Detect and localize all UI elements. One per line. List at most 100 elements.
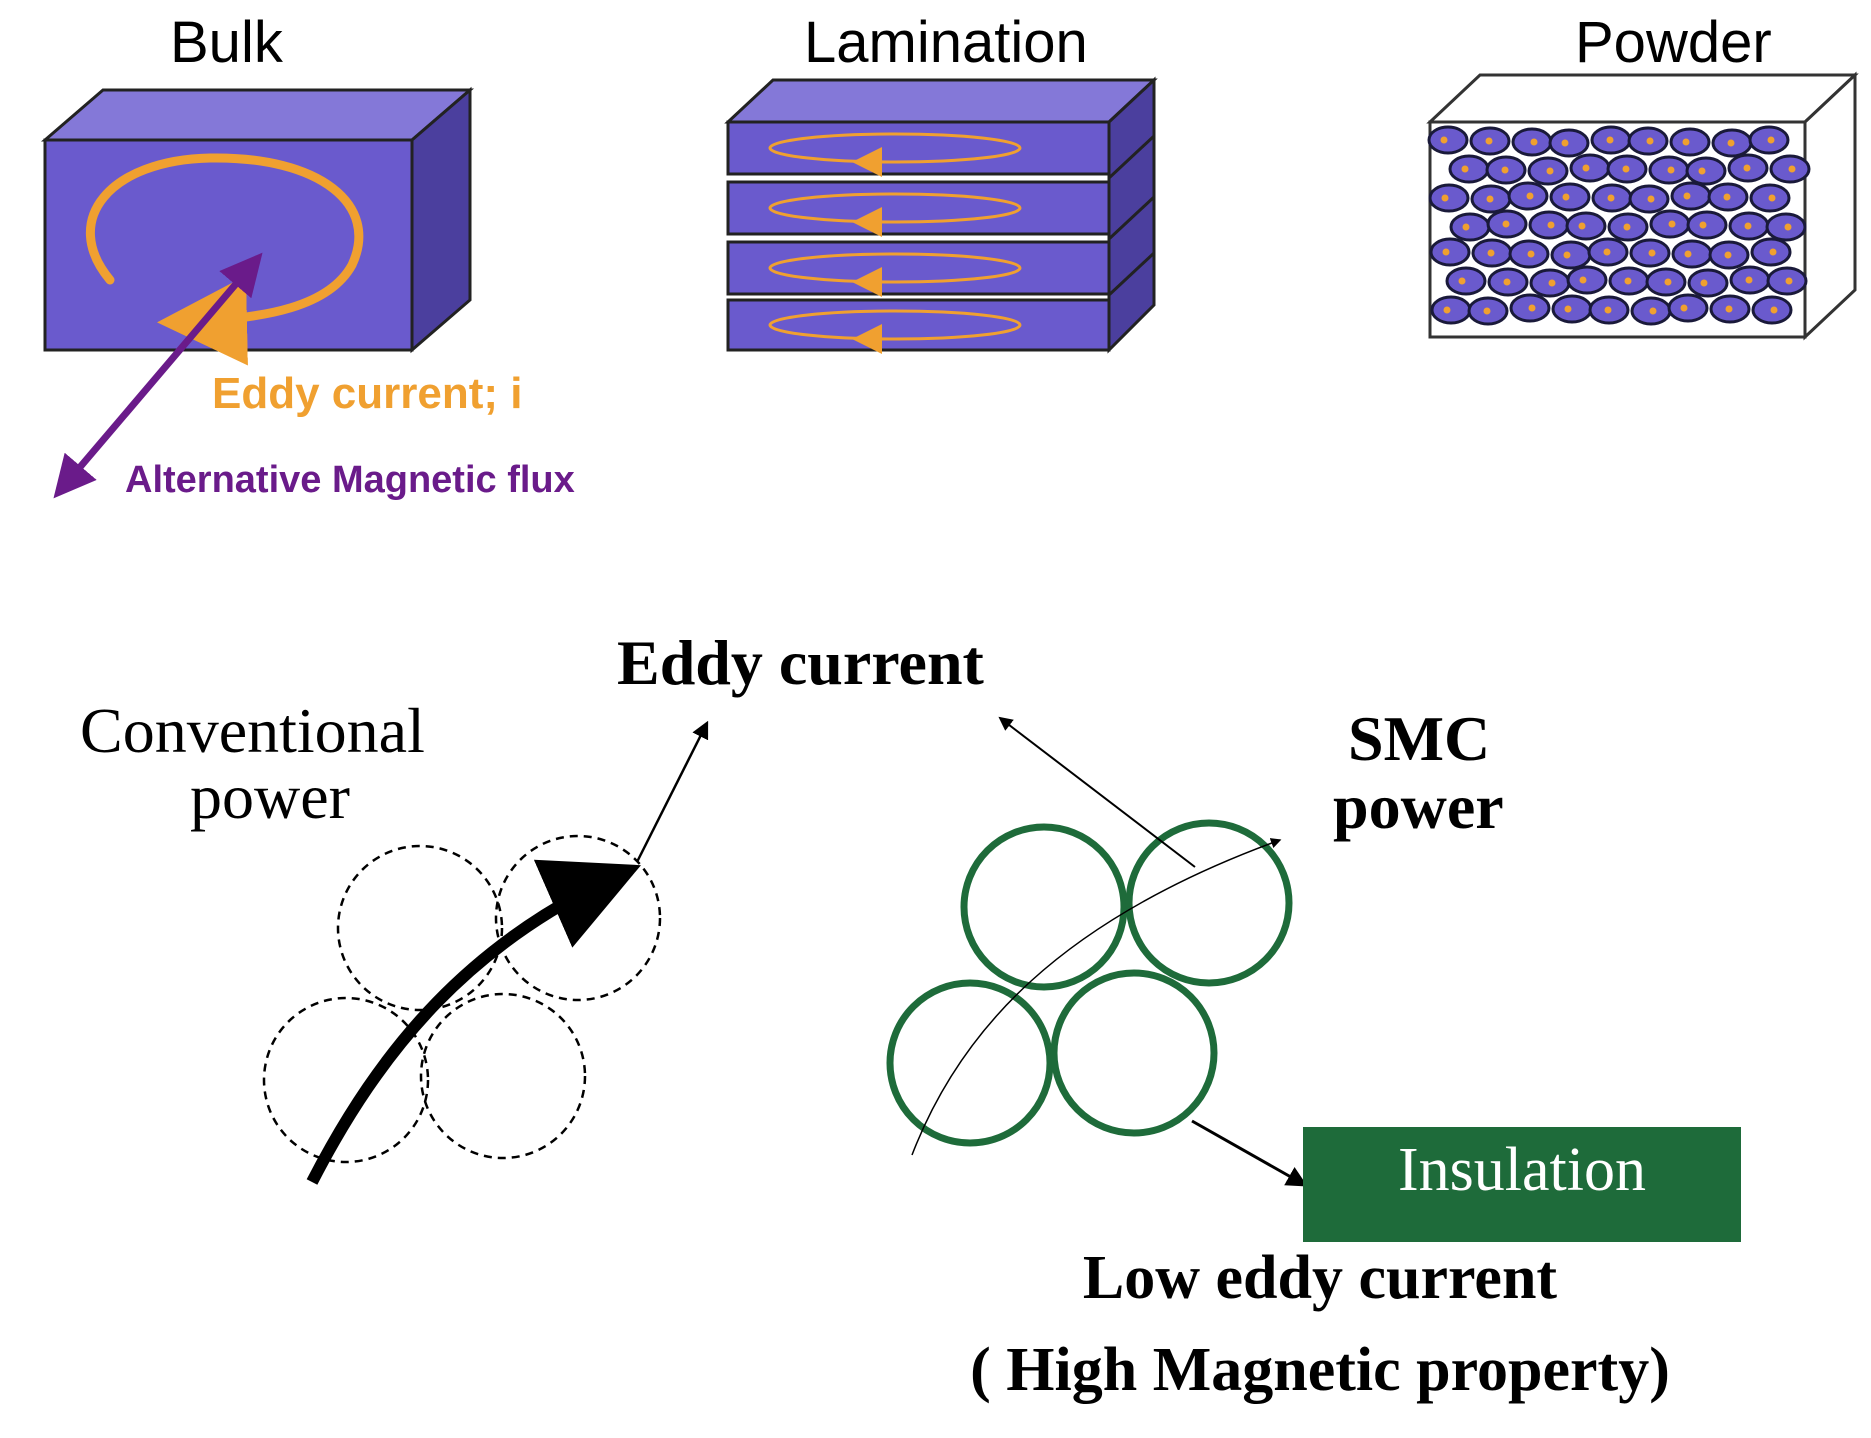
powder-eddy-dot	[1684, 250, 1692, 258]
powder-eddy-dot	[1623, 223, 1631, 231]
powder-eddy-dot	[1668, 220, 1676, 228]
powder-particle	[1448, 154, 1490, 184]
powder-particle	[1429, 237, 1471, 267]
powder-eddy-dot	[1788, 165, 1796, 173]
powder-particle	[1430, 295, 1472, 325]
powder-eddy-dot	[1440, 136, 1448, 144]
powder-eddy-dot	[1564, 305, 1572, 313]
powder-eddy-dot	[1578, 222, 1586, 230]
low-eddy-current-label: Low eddy current	[1083, 1244, 1558, 1312]
powder-eddy-dot	[1547, 221, 1555, 229]
powder-eddy-dot	[1770, 306, 1778, 314]
lamination-label: Lamination	[804, 10, 1088, 75]
insulation-label: Insulation	[1398, 1136, 1646, 1204]
insulation-pointer	[1191, 1119, 1308, 1187]
powder-eddy-dot	[1563, 251, 1571, 259]
conventional-flux-arrow	[306, 859, 641, 1185]
conventional-label: Conventional	[80, 695, 425, 766]
powder-eddy-dot	[1502, 220, 1510, 228]
powder-particle	[1549, 182, 1591, 212]
powder-particle	[1445, 266, 1487, 296]
powder-particle	[1548, 128, 1590, 158]
powder-eddy-dot	[1727, 139, 1735, 147]
powder-eddy-dot	[1483, 307, 1491, 315]
powder-eddy-dot	[1501, 166, 1509, 174]
powder-eddy-dot	[1647, 195, 1655, 203]
powder-eddy-dot	[1442, 248, 1450, 256]
powder-particle	[1685, 156, 1727, 186]
smc-eddy-pointer	[998, 716, 1196, 868]
powder-particle	[1667, 293, 1709, 323]
powder-eddy-dot	[1603, 248, 1611, 256]
smc-flux-line	[911, 838, 1282, 1156]
powder-eddy-dot	[1700, 279, 1708, 287]
powder-eddy-dot	[1546, 167, 1554, 175]
flux-arrow	[53, 252, 263, 499]
alternative-magnetic-flux-label: Alternative Magnetic flux	[125, 459, 575, 501]
smc-label: SMC	[1348, 703, 1490, 774]
powder-eddy-dot	[1743, 164, 1751, 172]
powder-particle	[1686, 210, 1728, 240]
powder-eddy-dot	[1487, 249, 1495, 257]
powder-particle	[1569, 153, 1611, 183]
powder-particle	[1687, 268, 1729, 298]
conventional-power-label: power	[190, 761, 350, 832]
powder-eddy-dot	[1461, 165, 1469, 173]
powder-eddy-dot	[1725, 305, 1733, 313]
powder-eddy-dot	[1683, 192, 1691, 200]
powder-eddy-dot	[1561, 139, 1569, 147]
powder-eddy-dot	[1582, 164, 1590, 172]
powder-eddy-dot	[1622, 165, 1630, 173]
smc-power-label: power	[1333, 771, 1504, 842]
bulk-block	[40, 86, 475, 366]
high-magnetic-property-label: ( High Magnetic property)	[970, 1336, 1670, 1404]
eddy-current-title: Eddy current	[617, 627, 985, 698]
powder-particle	[1669, 127, 1711, 157]
powder-particle	[1428, 183, 1470, 213]
powder-particle	[1427, 125, 1469, 155]
powder-eddy-dot	[1784, 223, 1792, 231]
powder-particles	[1427, 125, 1811, 326]
powder-particle	[1671, 239, 1713, 269]
powder-eddy-dot	[1526, 192, 1534, 200]
powder-eddy-dot	[1768, 194, 1776, 202]
eddy-current-i-label: Eddy current; i	[212, 369, 523, 418]
powder-eddy-dot	[1458, 277, 1466, 285]
bulk-eddy-loop	[86, 153, 364, 366]
powder-particle	[1550, 240, 1592, 270]
powder-eddy-dot	[1648, 249, 1656, 257]
conventional-particles	[262, 834, 662, 1164]
powder-eddy-dot	[1503, 278, 1511, 286]
powder-eddy-dot	[1443, 306, 1451, 314]
powder-label: Powder	[1575, 10, 1772, 75]
powder-eddy-dot	[1649, 307, 1657, 315]
powder-eddy-dot	[1698, 167, 1706, 175]
insulation-box	[1303, 1127, 1741, 1242]
powder-eddy-dot	[1579, 276, 1587, 284]
powder-eddy-dot	[1606, 136, 1614, 144]
powder-box	[1426, 71, 1859, 341]
powder-eddy-dot	[1562, 193, 1570, 201]
powder-eddy-dot	[1646, 137, 1654, 145]
powder-eddy-dot	[1548, 279, 1556, 287]
powder-eddy-dot	[1785, 277, 1793, 285]
powder-eddy-dot	[1486, 195, 1494, 203]
powder-eddy-dot	[1723, 193, 1731, 201]
powder-eddy-dot	[1667, 166, 1675, 174]
powder-eddy-dot	[1664, 278, 1672, 286]
powder-particle	[1566, 265, 1608, 295]
powder-eddy-dot	[1682, 138, 1690, 146]
powder-eddy-dot	[1462, 223, 1470, 231]
powder-eddy-dot	[1441, 194, 1449, 202]
bulk-label: Bulk	[170, 10, 284, 75]
powder-eddy-dot	[1680, 304, 1688, 312]
powder-particle	[1565, 211, 1607, 241]
powder-eddy-dot	[1624, 277, 1632, 285]
powder-eddy-dot	[1767, 136, 1775, 144]
lamination-stack	[724, 76, 1158, 354]
powder-eddy-dot	[1745, 276, 1753, 284]
powder-particle	[1449, 212, 1491, 242]
conventional-eddy-pointer	[635, 720, 709, 863]
powder-eddy-dot	[1744, 222, 1752, 230]
